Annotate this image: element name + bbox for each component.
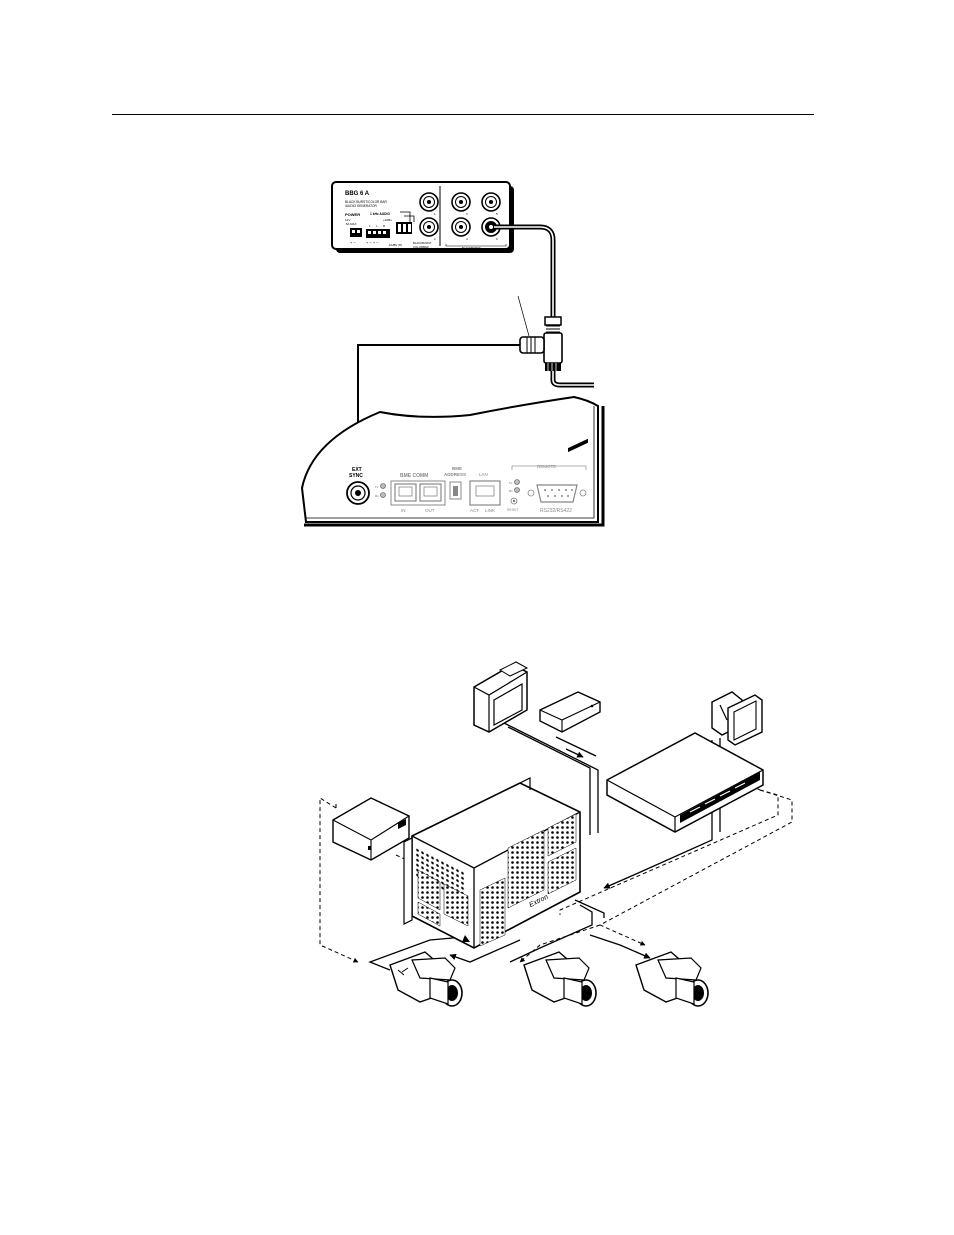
power-connector-icon [350, 228, 362, 237]
remote-label: REMOTE [537, 464, 556, 469]
matrix-switcher-icon: Extron [404, 778, 580, 948]
power-rating-2: .5A MAX [345, 222, 357, 226]
generator-subtitle-2: /AUDIO GENERATOR [345, 204, 377, 208]
bb-cb-label-2: COLORBAR [413, 245, 429, 249]
bme-out-label: OUT [425, 508, 435, 513]
remote-rx-label: Rx [509, 489, 513, 493]
bme-comm-label: BME COMM [400, 473, 428, 479]
remote-tx-label: Tx [509, 481, 513, 485]
bme-address-label-2: ADDRESS [444, 472, 466, 477]
led-rx-label: Rx [375, 494, 379, 498]
lan-link-label: LINK [485, 508, 495, 513]
led-icon [381, 484, 386, 489]
bme-comm-in-port[interactable] [395, 484, 416, 501]
camera-icon [390, 952, 462, 1006]
rs-label: RS232/RS422 [540, 508, 572, 514]
bnc-output-2 [420, 218, 438, 236]
led-tx-label: Tx [375, 485, 379, 489]
bme-comm-out-port[interactable] [420, 484, 441, 501]
bnc-output-4 [452, 218, 470, 236]
sync-generator-icon [333, 798, 409, 860]
power-label: POWER [345, 212, 360, 217]
bme-in-label: IN [401, 508, 406, 513]
led-icon [515, 480, 520, 485]
audio-sub: +4dBu [383, 218, 392, 222]
ext-sync-label-2: SYNC [349, 473, 363, 479]
bme-address-switch[interactable] [450, 482, 461, 499]
bnc-output-3 [452, 193, 470, 211]
audio-bottom: -10dBV (R) [388, 243, 402, 247]
bbg-generator: BBG 6 A BLACK BURST/COLOR BAR /AUDIO GEN… [332, 182, 514, 253]
generator-model: BBG 6 A [345, 191, 370, 197]
led-icon [381, 493, 386, 498]
lan-label: LAN [479, 472, 488, 477]
touch-panel-icon [712, 692, 762, 745]
lan-act-label: ACT [470, 508, 479, 513]
svg-text:+ − + −: + − + − [366, 240, 379, 245]
bnc-output-5 [482, 193, 500, 211]
control-processor-icon [607, 733, 763, 832]
bme-address-label-1: BME [452, 466, 462, 471]
ext-sync-bnc-connector[interactable] [347, 482, 369, 504]
led-icon [515, 488, 520, 493]
camera-icon [636, 952, 708, 1006]
svg-text:+ −: + − [350, 240, 356, 245]
switcher-rear-panel: EXT SYNC Tx Rx BME COMM IN OUT [302, 397, 603, 525]
reset-label: RESET [507, 508, 520, 512]
blackburst-label: BLACKBURST [462, 246, 481, 250]
tee-leader-line [518, 296, 529, 336]
lan-port[interactable] [470, 481, 500, 505]
monitor-icon [474, 662, 527, 732]
sync-connection-figure: BBG 6 A BLACK BURST/COLOR BAR /AUDIO GEN… [302, 182, 603, 525]
bnc-output-1 [420, 193, 438, 211]
camera-icon [524, 952, 596, 1006]
audio-label: 1 kHz AUDIO [370, 212, 390, 216]
reset-button[interactable] [511, 498, 517, 504]
